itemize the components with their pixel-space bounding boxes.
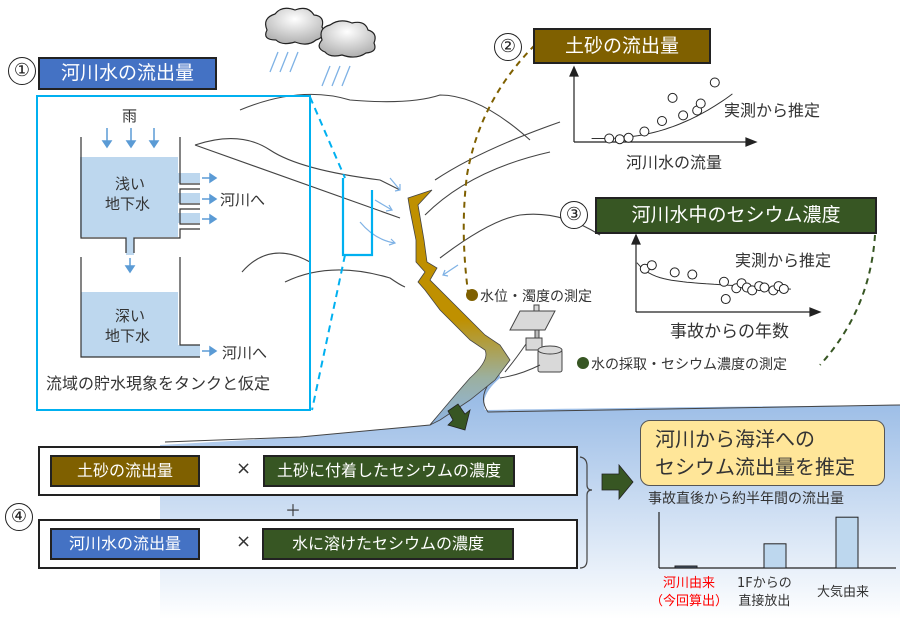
water-outflow-box: 河川水の流出量 <box>50 528 200 560</box>
sediment-cesium-box: 土砂に付着したセシウムの濃度 <box>263 455 515 487</box>
data-point <box>719 276 729 287</box>
panel3-xlabel: 事故からの年数 <box>670 322 789 342</box>
panel1-caption: 流域の貯水現象をタンクと仮定 <box>46 374 271 393</box>
water-level-dot <box>466 289 478 301</box>
data-point <box>687 269 698 280</box>
bar-0 <box>674 565 698 569</box>
river <box>407 189 511 426</box>
to-river-label-lower: 河川へ <box>222 344 268 362</box>
data-point <box>669 267 680 278</box>
tank-diagram <box>80 128 218 358</box>
cloud-icon <box>265 7 376 58</box>
panel1-frame <box>36 95 311 411</box>
data-point <box>639 126 650 137</box>
arrow-down-icon <box>447 403 471 431</box>
multiply-sign: × <box>236 458 252 479</box>
brace <box>579 456 593 569</box>
rain-lines <box>269 51 351 87</box>
panel2-title: 土砂の流出量 <box>533 28 711 64</box>
data-point <box>623 132 634 143</box>
data-point <box>667 92 678 103</box>
formula-row-sediment: 土砂の流出量 × 土砂に付着したセシウムの濃度 <box>38 446 578 496</box>
panel4-number: ④ <box>5 503 33 531</box>
bar-label-atmospheric: 大気由来 <box>817 585 870 600</box>
result-title-line1: 河川から海洋への <box>655 427 815 451</box>
panel3-title: 河川水中のセシウム濃度 <box>595 197 877 234</box>
sediment-outflow-box: 土砂の流出量 <box>50 455 200 487</box>
panel2-xlabel: 河川水の流量 <box>626 153 723 172</box>
sampling-cesium-label: 水の採取・セシウム濃度の測定 <box>591 357 787 373</box>
panel3-number: ③ <box>560 201 588 229</box>
result-title-line2: セシウム流出量を推定 <box>655 455 855 479</box>
panel1-number: ① <box>8 57 36 85</box>
plus-sign: ＋ <box>285 501 302 520</box>
bar-2 <box>835 516 859 569</box>
data-point <box>709 77 720 88</box>
multiply-sign: × <box>236 531 252 552</box>
data-point <box>657 116 667 126</box>
data-point <box>695 98 706 109</box>
measurement-station-icon <box>499 304 563 379</box>
data-point <box>678 110 689 121</box>
dissolved-cesium-box: 水に溶けたセシウムの濃度 <box>262 528 514 560</box>
sampling-dot <box>577 357 589 369</box>
panel1-title: 河川水の流出量 <box>38 57 217 90</box>
arrow-right-icon <box>601 463 634 501</box>
data-point <box>604 133 615 144</box>
bar-chart-title: 事故直後から約半年間の流出量 <box>648 491 844 507</box>
data-point <box>759 282 770 293</box>
to-river-label-upper: 河川へ <box>220 191 266 209</box>
panel2-estimate-label: 実測から推定 <box>724 101 821 120</box>
deep-groundwater-label-1: 深い <box>115 307 146 325</box>
shallow-groundwater-label-1: 浅い <box>115 175 146 193</box>
deep-groundwater-label-2: 地下水 <box>105 327 151 345</box>
data-point <box>614 134 625 145</box>
data-point <box>778 283 789 294</box>
result-box: 河川から海洋への セシウム流出量を推定 <box>640 420 885 486</box>
panel3-estimate-label: 実測から推定 <box>735 251 832 270</box>
panel2-number: ② <box>494 33 522 61</box>
bar-label-river: 河川由来 （今回算出） <box>650 576 729 609</box>
bar-label-direct-release: 1Fからの 直接放出 <box>737 576 792 609</box>
chart2-axes <box>569 65 758 147</box>
rain-label: 雨 <box>122 107 138 125</box>
data-point <box>646 260 657 271</box>
water-level-turbidity-label: 水位・濁度の測定 <box>480 289 592 305</box>
bar-1 <box>763 543 787 569</box>
data-point <box>720 294 731 305</box>
formula-row-water: 河川水の流出量 × 水に溶けたセシウムの濃度 <box>38 519 578 569</box>
chart3-axes <box>631 233 822 317</box>
shallow-groundwater-label-2: 地下水 <box>105 195 151 213</box>
data-point <box>747 285 758 296</box>
